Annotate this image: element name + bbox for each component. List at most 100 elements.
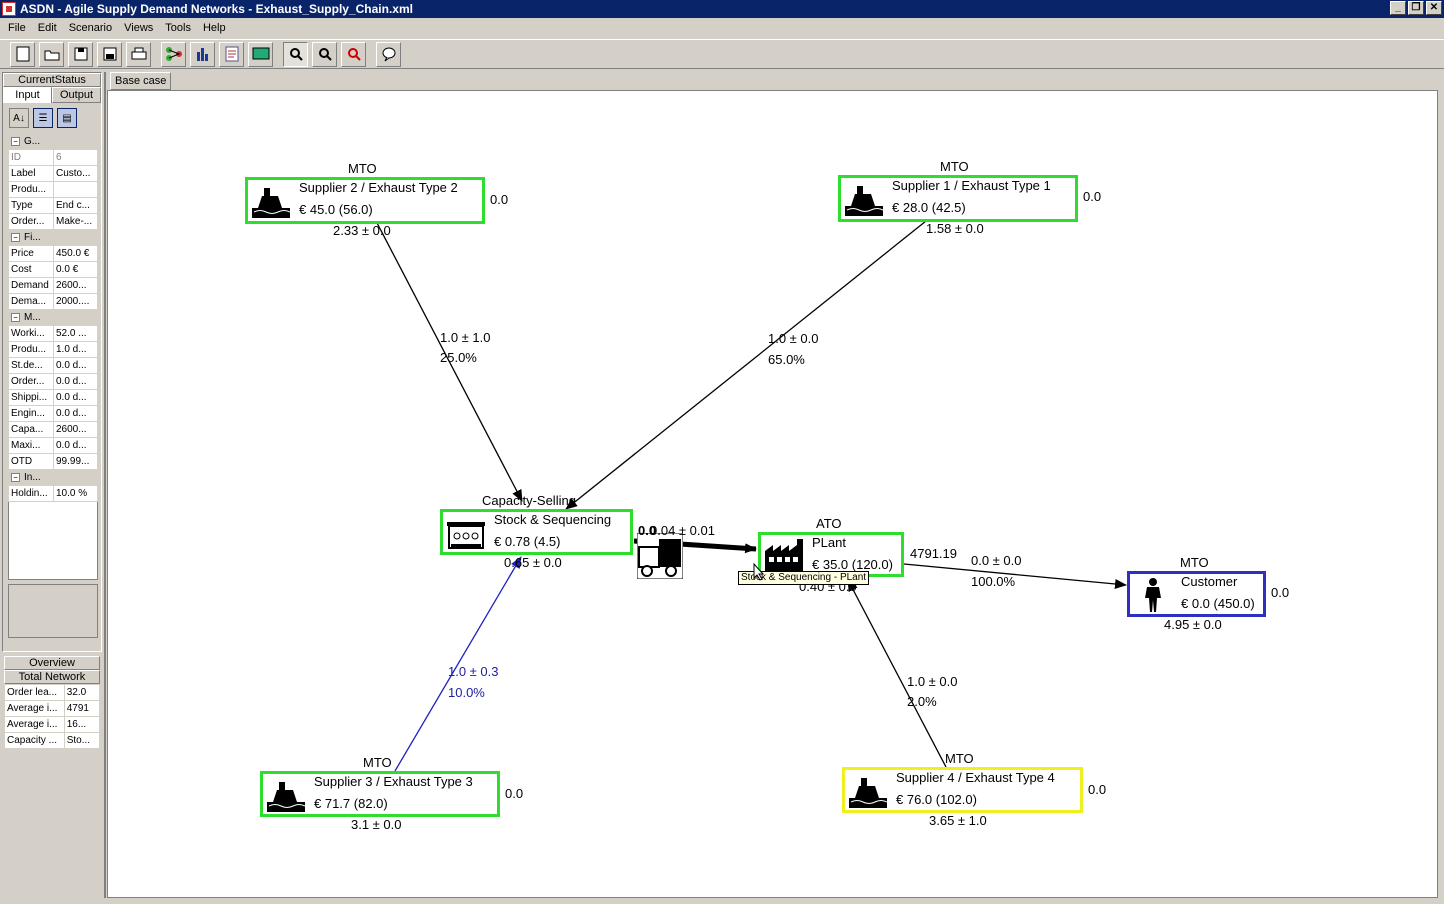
property-group[interactable]: −Fi... xyxy=(8,229,98,246)
menu-scenario[interactable]: Scenario xyxy=(68,22,113,34)
network-button[interactable] xyxy=(161,41,186,67)
menu-edit[interactable]: Edit xyxy=(37,22,57,34)
edge-plant-cust[interactable] xyxy=(903,563,1127,589)
node-s4-type: MTO xyxy=(945,751,974,766)
property-row[interactable]: St.de...0.0 d... xyxy=(8,357,98,374)
menu-file[interactable]: File xyxy=(8,22,26,34)
node-supplier-2[interactable]: Supplier 2 / Exhaust Type 2 € 45.0 (56.0… xyxy=(245,177,485,224)
property-value[interactable]: 2600... xyxy=(53,421,98,438)
property-value[interactable]: 1.0 d... xyxy=(53,341,98,358)
node-customer[interactable]: Customer € 0.0 (450.0) xyxy=(1127,571,1266,617)
property-value[interactable] xyxy=(53,181,98,198)
node-plant-type: ATO xyxy=(816,516,842,531)
property-table-empty xyxy=(8,502,98,580)
menu-views[interactable]: Views xyxy=(124,22,154,34)
edge-s2-cap[interactable] xyxy=(375,220,523,502)
comment-button[interactable] xyxy=(376,41,401,67)
edge-s3-cap[interactable] xyxy=(394,556,522,772)
node-supplier-3[interactable]: Supplier 3 / Exhaust Type 3 € 71.7 (82.0… xyxy=(260,771,500,817)
restore-button[interactable]: ❐ xyxy=(1408,1,1424,15)
node-stock-sequencing[interactable]: Stock & Sequencing € 0.78 (4.5) xyxy=(440,509,633,555)
monitor-button[interactable] xyxy=(248,41,273,67)
node-supplier-4[interactable]: Supplier 4 / Exhaust Type 4 € 76.0 (102.… xyxy=(842,767,1083,813)
node-s3-type: MTO xyxy=(363,755,392,770)
property-row[interactable]: Produ...1.0 d... xyxy=(8,341,98,358)
property-row[interactable]: Dema...2000.... xyxy=(8,293,98,310)
property-row[interactable]: Capa...2600... xyxy=(8,421,98,438)
sort-alpha-button[interactable]: A↓ xyxy=(9,108,29,128)
property-value[interactable]: 10.0 % xyxy=(53,485,98,502)
minimize-button[interactable]: _ xyxy=(1390,1,1406,15)
property-value[interactable]: 0.0 d... xyxy=(53,373,98,390)
property-value[interactable]: 0.0 d... xyxy=(53,357,98,374)
edge-plant-cust-share: 100.0% xyxy=(971,574,1016,589)
property-value[interactable]: 0.0 d... xyxy=(53,437,98,454)
tab-input[interactable]: Input xyxy=(3,87,52,103)
property-value[interactable]: Custo... xyxy=(53,165,98,182)
print-button[interactable] xyxy=(126,41,151,67)
property-row[interactable]: Order...0.0 d... xyxy=(8,373,98,390)
property-row[interactable]: Order...Make-... xyxy=(8,213,98,230)
menu-tools[interactable]: Tools xyxy=(165,22,191,34)
property-row[interactable]: Engin...0.0 d... xyxy=(8,405,98,422)
edge-s1-cap[interactable] xyxy=(565,220,927,510)
property-value[interactable]: 0.0 € xyxy=(53,261,98,278)
ship-icon xyxy=(849,778,887,808)
property-row[interactable]: Produ... xyxy=(8,181,98,198)
panel-splitter[interactable] xyxy=(104,72,106,898)
property-value[interactable]: 99.99... xyxy=(53,453,98,470)
open-button[interactable] xyxy=(39,41,64,67)
report-button[interactable] xyxy=(219,41,244,67)
edge-s4-plant[interactable] xyxy=(847,579,947,768)
property-pages-button[interactable]: ▤ xyxy=(57,108,77,128)
property-row[interactable]: Worki...52.0 ... xyxy=(8,325,98,342)
tab-base-case[interactable]: Base case xyxy=(110,72,172,90)
collapse-icon[interactable]: − xyxy=(11,137,20,146)
property-value[interactable]: 52.0 ... xyxy=(53,325,98,342)
property-value[interactable]: 450.0 € xyxy=(53,245,98,262)
property-value[interactable]: 2600... xyxy=(53,277,98,294)
node-s1-price: € 28.0 (42.5) xyxy=(892,200,966,215)
collapse-icon[interactable]: − xyxy=(11,313,20,322)
property-group[interactable]: −G... xyxy=(8,133,98,150)
save-all-button[interactable] xyxy=(97,41,122,67)
property-group[interactable]: −In... xyxy=(8,469,98,486)
property-row[interactable]: Shippi...0.0 d... xyxy=(8,389,98,406)
property-value[interactable]: 0.0 d... xyxy=(53,405,98,422)
property-value[interactable]: 2000.... xyxy=(53,293,98,310)
property-value[interactable]: 6 xyxy=(53,149,98,166)
report-icon xyxy=(225,46,238,62)
property-value[interactable]: 0.0 d... xyxy=(53,389,98,406)
property-value[interactable]: End c... xyxy=(53,197,98,214)
collapse-icon[interactable]: − xyxy=(11,233,20,242)
property-value[interactable]: Make-... xyxy=(53,213,98,230)
tab-output[interactable]: Output xyxy=(52,87,101,103)
zoom-fit-button[interactable] xyxy=(283,41,308,67)
zoom-fit-icon xyxy=(289,48,303,61)
edge-cap-plant-stock: 0.0 xyxy=(638,523,657,538)
chart-button[interactable] xyxy=(190,41,215,67)
collapse-icon[interactable]: − xyxy=(11,473,20,482)
save-button[interactable] xyxy=(68,41,93,67)
property-group[interactable]: −M... xyxy=(8,309,98,326)
save-all-icon xyxy=(103,47,116,61)
network-canvas[interactable]: MTO Supplier 2 / Exhaust Type 2 € 45.0 (… xyxy=(107,90,1438,898)
close-button[interactable]: ✕ xyxy=(1426,1,1442,15)
menu-help[interactable]: Help xyxy=(202,22,226,34)
property-key: Demand xyxy=(8,277,54,294)
categorized-button[interactable]: ☰ xyxy=(33,108,53,128)
node-supplier-1[interactable]: Supplier 1 / Exhaust Type 1 € 28.0 (42.5… xyxy=(838,175,1078,222)
node-s2-time: 2.33 ± 0.0 xyxy=(333,223,391,238)
zoom-out-button[interactable] xyxy=(341,41,366,67)
new-button[interactable] xyxy=(10,41,35,67)
property-row[interactable]: Maxi...0.0 d... xyxy=(8,437,98,454)
property-row[interactable]: Holdin...10.0 % xyxy=(8,485,98,502)
zoom-in-button[interactable] xyxy=(312,41,337,67)
